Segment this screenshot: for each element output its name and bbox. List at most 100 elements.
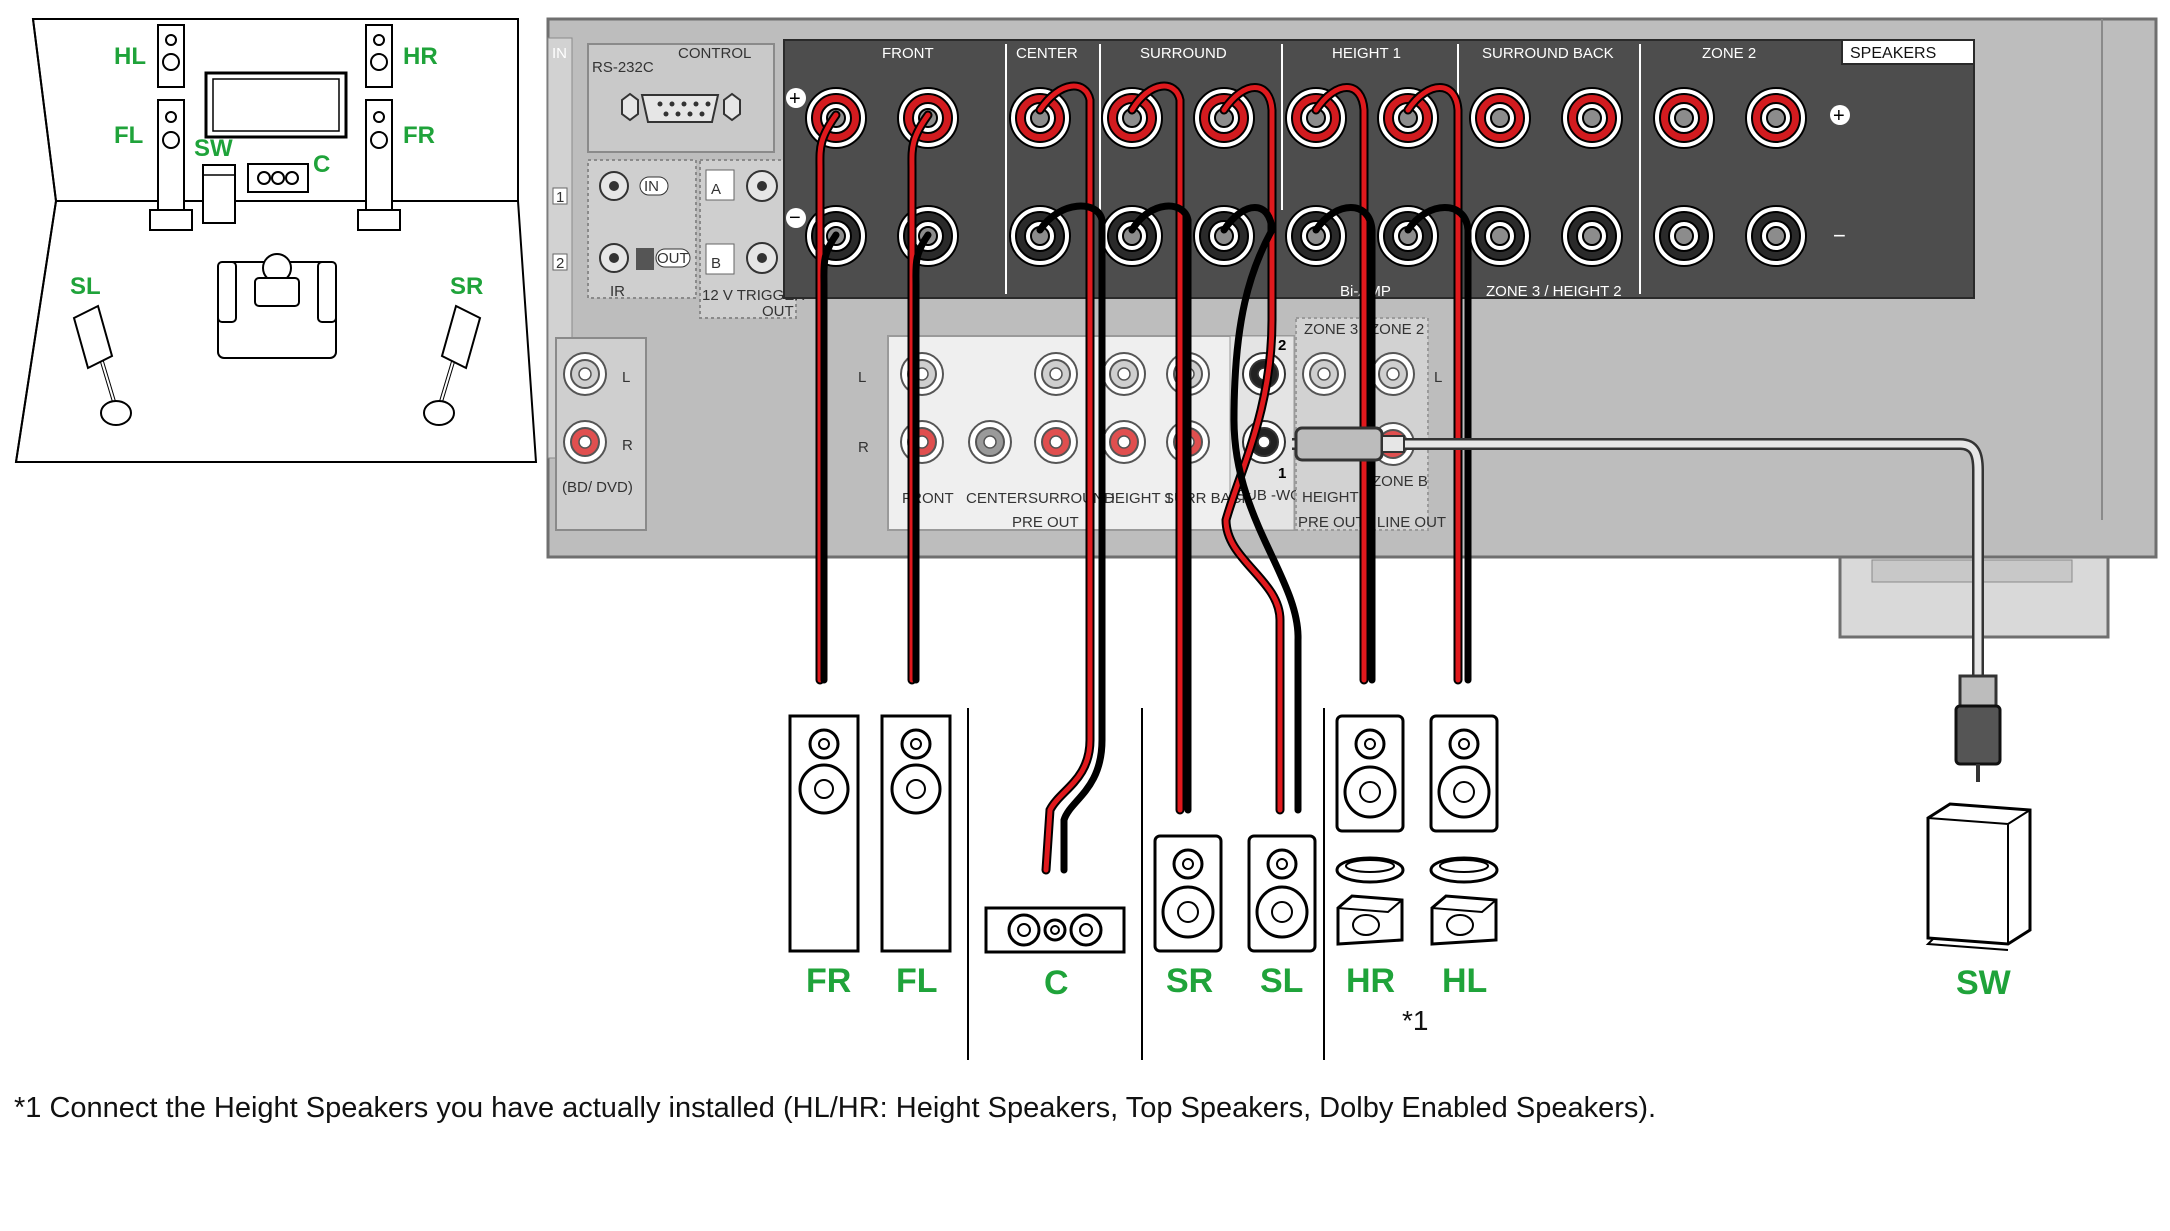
speaker-label-sl: SL (1260, 962, 1303, 1000)
speakers-badge: SPEAKERS (1850, 45, 1936, 62)
room-speaker-sr-icon (423, 304, 482, 426)
port-2-label: 2 (556, 255, 564, 272)
room-sofa-icon (217, 253, 337, 359)
preout-ch-height1: HEIGHT 1 (1104, 490, 1173, 507)
speaker-sl-icon (1247, 834, 1317, 953)
dolby-enabled-speaker-hr-icon (1336, 894, 1404, 946)
room-label-sl: SL (70, 273, 101, 300)
analog-in-r-jack-icon[interactable] (563, 420, 607, 464)
preout-jack-3-icon[interactable] (1102, 352, 1146, 396)
speaker-terminal-plus-4[interactable] (1101, 87, 1163, 149)
speaker-terminal-minus-11[interactable] (1745, 205, 1807, 267)
rs232c-port-icon[interactable] (621, 92, 741, 123)
analog-input-section: L R (BD/ DVD) (555, 337, 647, 531)
preout-jack-1-icon[interactable] (900, 352, 944, 396)
room-speaker-fl-icon (149, 99, 193, 231)
speaker-terminal-plus-9[interactable] (1561, 87, 1623, 149)
room-speaker-fr-icon (357, 99, 401, 231)
control-section: CONTROL RS-232C (587, 43, 775, 153)
trigger-a-jack-icon[interactable] (746, 170, 778, 202)
preout-r-label: R (858, 439, 869, 456)
room-label-hr: HR (403, 43, 438, 70)
subwoofer-icon (1925, 802, 2032, 951)
footnote-marker: *1 (1402, 1005, 1428, 1036)
speaker-hl-icon (1429, 714, 1499, 833)
analog-in-l-jack-icon[interactable] (563, 352, 607, 396)
room-center-speaker-icon (247, 163, 309, 193)
speaker-hr-icon (1335, 714, 1405, 833)
speaker-sr-icon (1153, 834, 1223, 953)
room-label-sr: SR (450, 273, 483, 300)
ceiling-speaker-hl-icon (1429, 856, 1499, 884)
speaker-label-fr: FR (806, 962, 851, 1000)
trigger-b-jack-icon[interactable] (746, 242, 778, 274)
speaker-terminal-minus-8[interactable] (1469, 205, 1531, 267)
ir-out-jack-icon[interactable] (599, 243, 629, 273)
speaker-terminal-plus-8[interactable] (1469, 87, 1531, 149)
dolby-enabled-speaker-hl-icon (1430, 894, 1498, 946)
trigger-label: 12 V TRIGGER (702, 287, 805, 304)
zoneb-label: ZONE B (1372, 473, 1428, 490)
speaker-terminal-panel: SPEAKERS FRONT CENTER SURROUND HEIGHT 1 … (783, 39, 1975, 300)
in-label: IN (552, 45, 567, 62)
preout-jack-2-icon[interactable] (1034, 352, 1078, 396)
terminal-group-front: FRONT (882, 45, 934, 62)
zone3-l-jack-icon[interactable] (1302, 352, 1346, 396)
speaker-terminal-plus-11[interactable] (1745, 87, 1807, 149)
plus-sign-right: + (1833, 105, 1845, 127)
room-subwoofer-icon (202, 164, 236, 224)
speaker-label-fl: FL (896, 962, 938, 1000)
speaker-terminal-plus-10[interactable] (1653, 87, 1715, 149)
terminal-group-height1: HEIGHT 1 (1332, 45, 1401, 62)
rs232c-label: RS-232C (592, 59, 654, 76)
speaker-terminal-plus-6[interactable] (1285, 87, 1347, 149)
ceiling-speaker-hr-icon (1335, 856, 1405, 884)
speaker-terminal-minus-4[interactable] (1101, 205, 1163, 267)
trigger-out-label: OUT (762, 303, 794, 320)
room-speaker-hl-icon (157, 24, 185, 88)
zone2-l-jack-icon[interactable] (1371, 352, 1415, 396)
preout-jack-6-icon[interactable] (900, 420, 944, 464)
speaker-terminal-plus-5[interactable] (1193, 87, 1255, 149)
speaker-label-hr: HR (1346, 962, 1395, 1000)
sub-num-2: 2 (1278, 337, 1286, 354)
bd-dvd-label: (BD/ DVD) (562, 479, 633, 496)
trigger-b-label: B (711, 255, 721, 272)
trigger-a-label: A (711, 181, 721, 198)
preout-l-label: L (858, 369, 866, 386)
speaker-fr-icon (788, 714, 860, 953)
ir-in-badge: IN (644, 178, 659, 195)
speaker-lineup: FR FL C SR SL HR HL SW *1 (788, 708, 2032, 1060)
zone3-label: ZONE 3 (1304, 321, 1358, 338)
room-label-hl: HL (114, 43, 146, 70)
speaker-fl-icon (880, 714, 952, 953)
preout-jack-9-icon[interactable] (1102, 420, 1146, 464)
ir-label: IR (610, 283, 625, 300)
room-diagram: HL HR FL FR SW C SL SR (14, 18, 538, 463)
preout-jack-7-icon[interactable] (968, 420, 1012, 464)
preout-jack-8-icon[interactable] (1034, 420, 1078, 464)
speaker-terminal-minus-5[interactable] (1193, 205, 1255, 267)
terminal-group-surround-back: SURROUND BACK (1482, 45, 1614, 62)
speaker-terminal-plus-3[interactable] (1009, 87, 1071, 149)
room-label-sw: SW (194, 135, 233, 162)
footnote-text: *1 Connect the Height Speakers you have … (14, 1092, 1657, 1124)
speaker-terminal-minus-6[interactable] (1285, 205, 1347, 267)
port-1-label: 1 (556, 189, 564, 206)
minus-sign-right: − (1833, 223, 1846, 248)
ir-out-badge: OUT (657, 250, 689, 267)
control-label: CONTROL (678, 45, 751, 62)
speaker-label-sr: SR (1166, 962, 1213, 1000)
zone3-height2-label: ZONE 3 / HEIGHT 2 (1486, 283, 1622, 300)
ir-in-jack-icon[interactable] (599, 171, 629, 201)
speaker-terminal-plus-7[interactable] (1377, 87, 1439, 149)
speaker-terminal-minus-9[interactable] (1561, 205, 1623, 267)
trigger-section: A B 12 V TRIGGER OUT (699, 159, 805, 320)
height2-label: HEIGHT 2 (1302, 489, 1371, 506)
ir-section: IN OUT IR (587, 159, 697, 300)
speaker-terminal-minus-10[interactable] (1653, 205, 1715, 267)
plus-sign-left: + (789, 88, 801, 110)
speaker-label-sw: SW (1956, 964, 2012, 1002)
room-speaker-hr-icon (365, 24, 393, 88)
room-label-fr: FR (403, 122, 435, 149)
